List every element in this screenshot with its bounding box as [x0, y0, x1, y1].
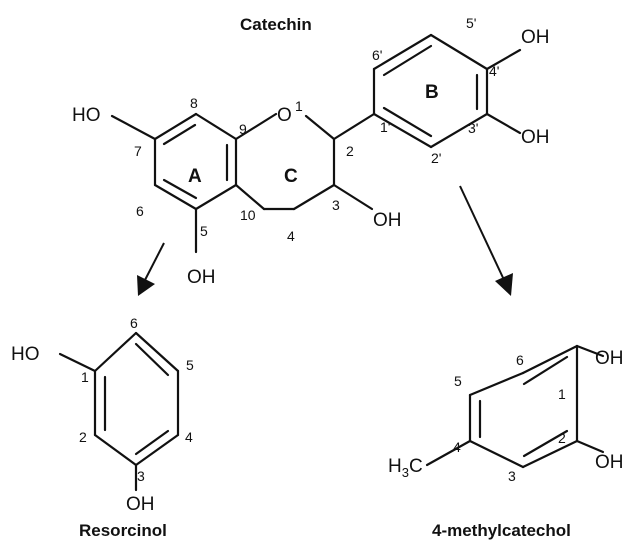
position-4prime: 4' — [489, 63, 499, 79]
position-2: 2 — [558, 430, 566, 446]
oh4p-bond — [485, 48, 522, 71]
atom-oh-3prime: OH — [521, 127, 550, 148]
position-9: 9 — [239, 121, 247, 137]
catechin-ring-a-bonds — [153, 112, 238, 211]
position-10: 10 — [240, 207, 256, 223]
position-1: 1 — [81, 369, 89, 385]
atom-oh-2: OH — [595, 452, 624, 473]
position-1: 1 — [295, 98, 303, 114]
ring-label-c: C — [284, 166, 298, 187]
methylcatechol-structure: H3C OH OH 1 2 3 4 5 6 4-methylcatechol — [388, 344, 624, 540]
oh3p-bond — [485, 112, 522, 135]
resorcinol-structure: HO OH 1 2 3 4 5 6 Resorcinol — [11, 315, 194, 540]
position-2: 2 — [79, 429, 87, 445]
position-1: 1 — [558, 386, 566, 402]
atom-c: C — [409, 456, 423, 477]
position-1prime: 1' — [380, 119, 390, 135]
atom-oh-5: OH — [187, 267, 216, 288]
ring-label-a: A — [188, 166, 202, 187]
position-3: 3 — [508, 468, 516, 484]
resorcinol-title: Resorcinol — [79, 521, 167, 540]
catechin-structure: HO O OH OH OH OH A C B 1 2 3 4 5 6 7 8 9… — [72, 15, 550, 288]
atom-oh-3: OH — [126, 494, 155, 515]
position-4: 4 — [185, 429, 193, 445]
position-6: 6 — [516, 352, 524, 368]
position-6prime: 6' — [372, 47, 382, 63]
position-8: 8 — [190, 95, 198, 111]
position-5: 5 — [200, 223, 208, 239]
atom-methyl: H3C — [388, 456, 423, 480]
position-5: 5 — [186, 357, 194, 373]
atom-oh-3: OH — [373, 210, 402, 231]
atom-oh-1: OH — [595, 348, 624, 369]
catechin-title: Catechin — [240, 15, 312, 34]
position-3prime: 3' — [468, 120, 478, 136]
methylcatechol-title: 4-methylcatechol — [432, 521, 571, 540]
oh3-bond — [332, 183, 374, 211]
position-7: 7 — [134, 143, 142, 159]
atom-h-subscript: 3 — [402, 465, 409, 480]
atom-h: H — [388, 456, 402, 477]
atom-oh-4prime: OH — [521, 27, 550, 48]
position-2: 2 — [346, 143, 354, 159]
position-2prime: 2' — [431, 150, 441, 166]
position-6: 6 — [136, 203, 144, 219]
ring-label-b: B — [425, 82, 439, 103]
position-4: 4 — [287, 228, 295, 244]
catechin-ring-b-bonds — [372, 33, 489, 149]
position-6: 6 — [130, 315, 138, 331]
position-3: 3 — [137, 468, 145, 484]
position-4: 4 — [453, 439, 461, 455]
position-3: 3 — [332, 197, 340, 213]
atom-ho-1: HO — [11, 344, 40, 365]
arrow-to-resorcinol — [137, 242, 165, 296]
position-5: 5 — [454, 373, 462, 389]
atom-ring-oxygen: O — [277, 105, 292, 126]
c2-ringb-bond — [332, 112, 376, 141]
arrow-to-4-methylcatechol — [459, 185, 513, 296]
position-5prime: 5' — [466, 15, 476, 31]
catechin-ring-c-bonds — [234, 112, 336, 211]
atom-ho-7: HO — [72, 105, 101, 126]
ho7-bond — [110, 114, 157, 141]
